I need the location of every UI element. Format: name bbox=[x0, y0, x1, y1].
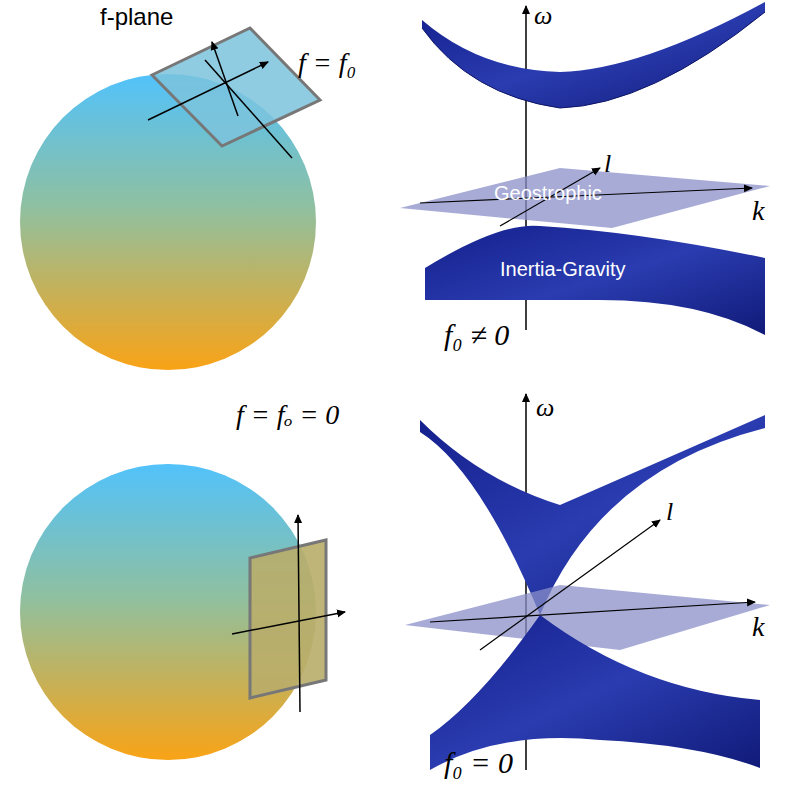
mode-label: Inertia-Gravity bbox=[500, 258, 626, 280]
f-plane bbox=[152, 28, 320, 146]
axis-label: l bbox=[666, 498, 673, 527]
plane-formula: f = fₒ = 0 bbox=[236, 400, 339, 431]
f-plane bbox=[250, 540, 326, 698]
axis-label: k bbox=[752, 196, 764, 227]
upper-surface bbox=[422, 2, 765, 108]
axis-label: k bbox=[752, 612, 764, 643]
case-label: f₀ ≠ 0 bbox=[444, 318, 509, 351]
axis-label: ω bbox=[536, 394, 554, 423]
geostrophic-plane bbox=[405, 585, 770, 650]
plane-title: f-plane bbox=[100, 4, 173, 30]
mode-label: Geostrophic bbox=[494, 182, 602, 204]
plane-formula: f = f₀ bbox=[298, 48, 356, 79]
geostrophic-plane bbox=[400, 168, 770, 228]
upper-cone bbox=[420, 415, 765, 615]
axis-label: l bbox=[604, 150, 611, 179]
case-label: f₀ = 0 bbox=[444, 746, 513, 779]
axis-label: ω bbox=[534, 2, 552, 31]
